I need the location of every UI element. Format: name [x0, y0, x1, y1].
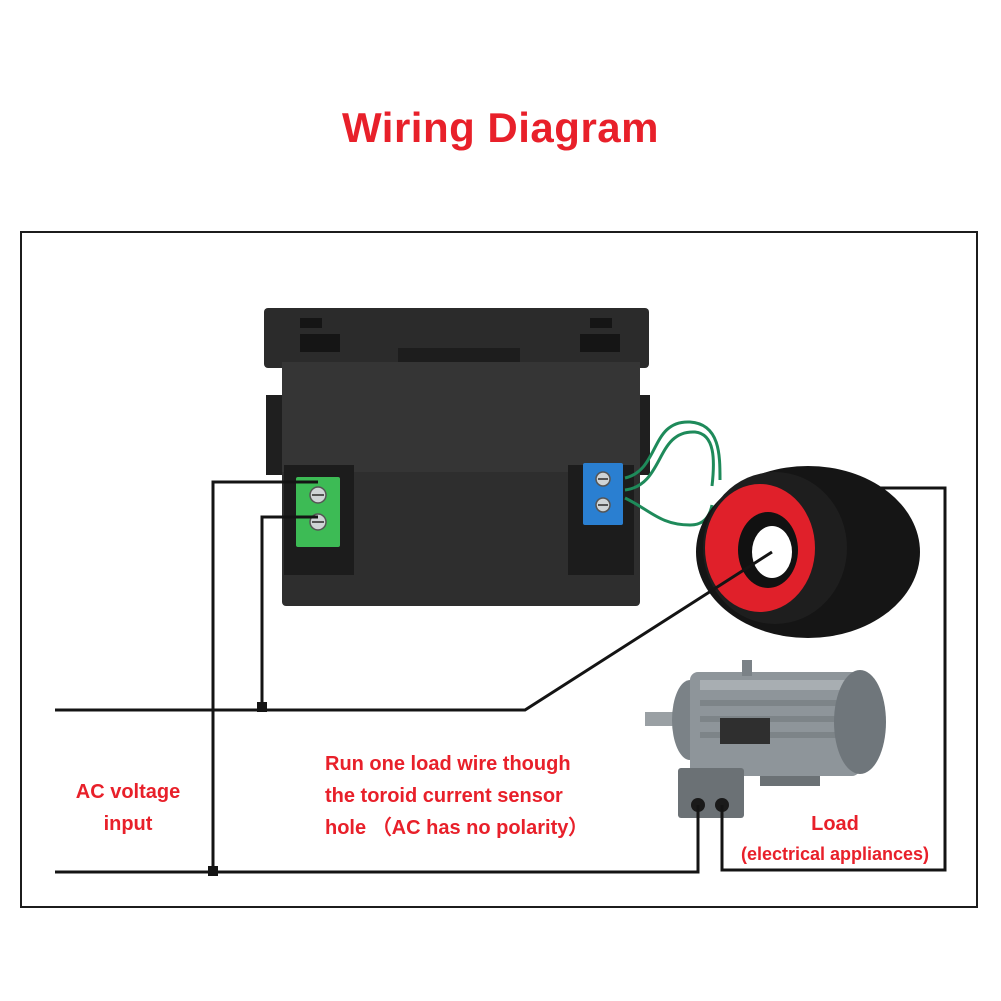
ac-voltage-line2: input — [103, 813, 153, 835]
page-title: Wiring Diagram — [342, 104, 659, 151]
load-title: Load — [811, 813, 859, 835]
load-label: Load (electrical appliances) — [730, 808, 940, 868]
green-terminal — [296, 477, 340, 547]
instruction-line1: Run one load wire though — [325, 753, 571, 775]
instruction-line2: the toroid current sensor — [325, 785, 563, 807]
load-subtitle: (electrical appliances) — [740, 844, 930, 864]
load-wire-instruction: Run one load wire though the toroid curr… — [325, 748, 588, 844]
toroid-current-sensor-icon — [696, 466, 920, 638]
panel-meter-icon — [264, 308, 650, 606]
ac-voltage-line1: AC voltage — [75, 781, 181, 803]
blue-terminal — [583, 463, 623, 525]
junction-dot — [208, 866, 218, 876]
ac-voltage-label: AC voltage input — [58, 776, 198, 840]
wiring-lines — [55, 480, 947, 874]
diagram-frame — [20, 231, 978, 908]
electric-motor-icon — [645, 660, 886, 818]
instruction-line3: hole （AC has no polarity） — [325, 817, 589, 839]
junction-dot — [257, 702, 267, 712]
